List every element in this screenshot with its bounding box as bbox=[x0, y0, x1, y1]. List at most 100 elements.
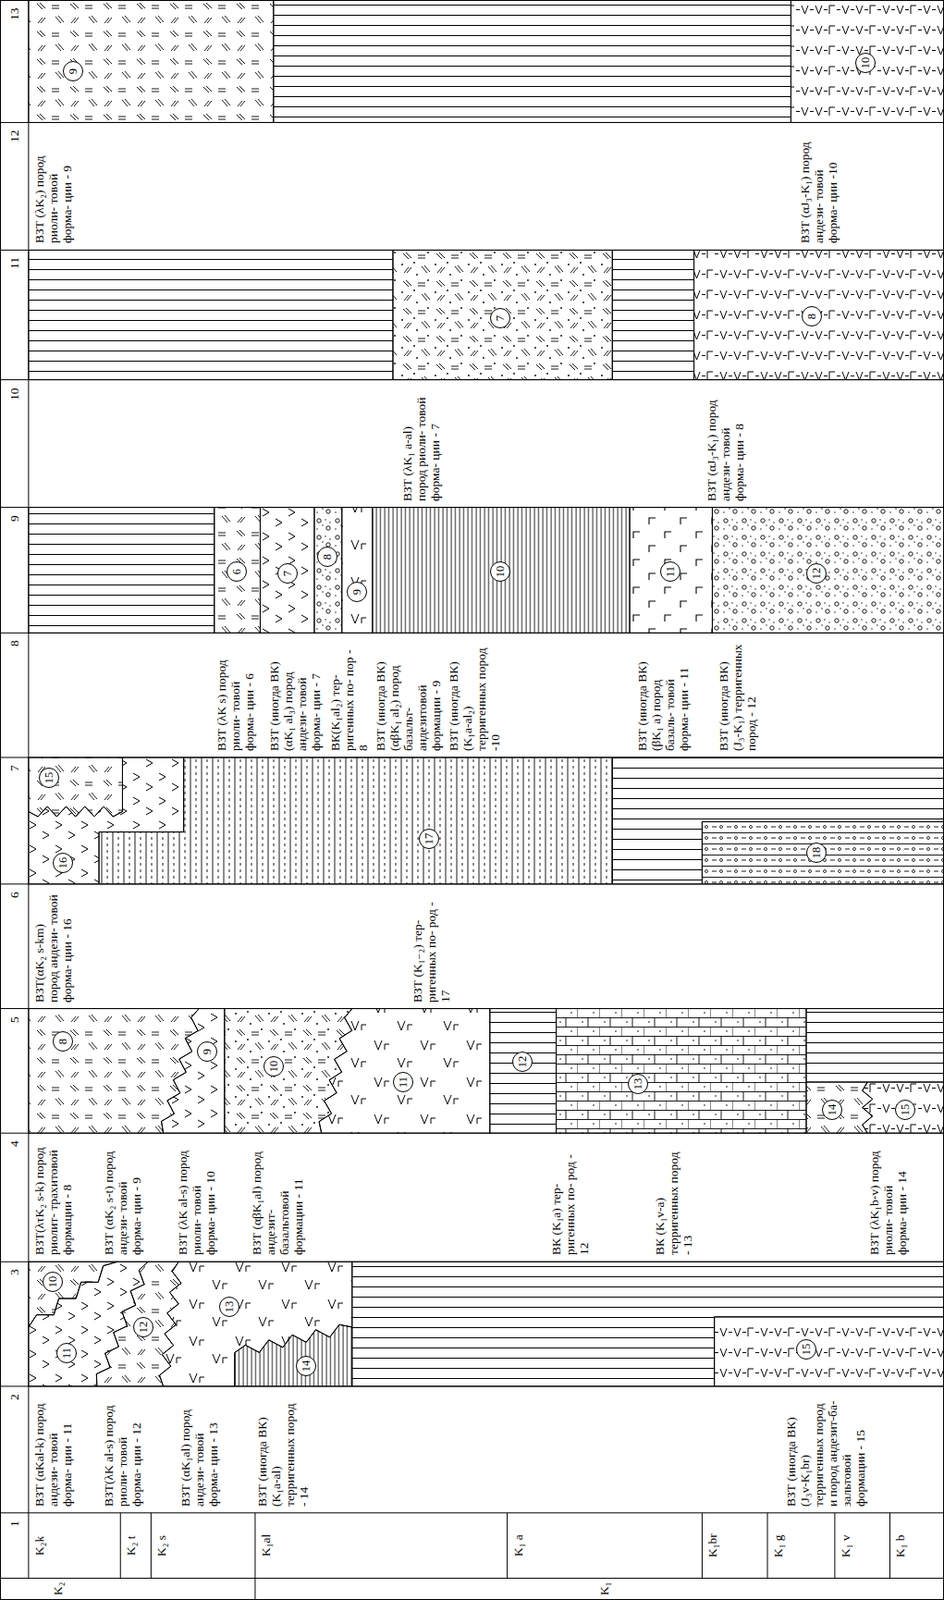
callout-circle-outline bbox=[513, 1051, 533, 1071]
callout-number: 7 bbox=[493, 315, 506, 321]
callout-number: 14 bbox=[825, 1103, 838, 1116]
unit-callout: 7 bbox=[277, 563, 298, 584]
callout-circle-outline bbox=[53, 852, 74, 872]
callout-number: 11 bbox=[396, 1076, 409, 1088]
lithology-pattern bbox=[556, 1008, 807, 1134]
grid-line bbox=[27, 0, 29, 1578]
formation-note: ВЗТ (иногда ВК) (αK₁ al₃) пород андези- … bbox=[267, 641, 323, 751]
callout-circle-outline bbox=[490, 308, 510, 329]
lithology-pattern bbox=[314, 507, 343, 634]
unit-callout: 14 bbox=[821, 1099, 843, 1120]
lithology-pattern bbox=[318, 1008, 491, 1134]
unit-callout: 9 bbox=[346, 581, 368, 602]
unit-callout: 11 bbox=[660, 561, 681, 582]
grid-line bbox=[0, 122, 944, 123]
callout-circle-outline bbox=[801, 306, 822, 327]
callout-number: 12 bbox=[810, 567, 823, 580]
lithology-pattern bbox=[161, 1008, 225, 1134]
formation-note: ВЗТ (иногда ВК) (J₃-K₁) терригенных поро… bbox=[716, 641, 759, 751]
formation-note: ВЗТ (αK₁al) пород андези- товой форма- ц… bbox=[178, 1397, 221, 1507]
callout-circle-outline bbox=[821, 1099, 842, 1119]
grid-line bbox=[120, 1512, 122, 1579]
stage-index: K₂ t bbox=[123, 1535, 138, 1557]
callout-circle-outline bbox=[627, 1074, 648, 1094]
column-number: 6 bbox=[7, 891, 22, 898]
unit-callout: 15 bbox=[796, 1338, 817, 1360]
unit-callout: 7 bbox=[490, 307, 511, 329]
column-number: 13 bbox=[7, 8, 22, 22]
grid-line bbox=[701, 1512, 703, 1579]
lithology-pattern bbox=[214, 507, 261, 634]
formation-note: ВК(K₁al₂) тер- ригенных по- пор - 8 bbox=[328, 641, 370, 751]
grid-line bbox=[0, 1577, 944, 1579]
unit-callout: 17 bbox=[418, 828, 440, 849]
unit-callout: 15 bbox=[894, 1099, 916, 1120]
grid-line bbox=[506, 1512, 508, 1579]
unit-callout: 12 bbox=[806, 563, 827, 584]
unit-callout: 16 bbox=[52, 852, 74, 873]
callout-number: 6 bbox=[231, 568, 244, 575]
callout-number: 9 bbox=[67, 68, 80, 74]
callout-number: 11 bbox=[60, 1346, 73, 1358]
callout-number: 15 bbox=[42, 772, 55, 785]
column-number: 8 bbox=[7, 640, 22, 648]
lithology-pattern bbox=[711, 507, 944, 634]
grid-line bbox=[0, 757, 944, 759]
lithology-pattern bbox=[612, 757, 944, 884]
callout-number: 10 bbox=[859, 57, 872, 70]
callout-number: 9 bbox=[201, 1048, 214, 1055]
column-number: 2 bbox=[7, 1393, 22, 1400]
column-number: 10 bbox=[7, 387, 22, 401]
grid-line bbox=[0, 506, 944, 508]
stage-index: K₁ g bbox=[771, 1533, 785, 1557]
lithology-pattern bbox=[806, 1008, 944, 1082]
callout-circle-outline bbox=[318, 546, 338, 566]
stage-index: K₁al bbox=[258, 1533, 273, 1557]
grid-line bbox=[0, 1511, 944, 1513]
callout-number: 11 bbox=[664, 565, 677, 577]
stage-index: K₁ a bbox=[511, 1533, 526, 1557]
unit-callout: 10 bbox=[490, 561, 511, 582]
formation-note: ВЗТ (иногда ВК) (J₃v-K₁br) терригенных п… bbox=[784, 1397, 868, 1507]
formation-note: ВЗТ (αJ₃-K₁) пород андези- товой форма- … bbox=[704, 392, 747, 502]
callout-number: 16 bbox=[57, 856, 70, 869]
formation-note: ВК (K₁a) тер- ригенных по- род - 12 bbox=[549, 1145, 591, 1255]
callout-circle-outline bbox=[263, 1056, 283, 1077]
stage-index: K₂k bbox=[32, 1534, 47, 1555]
callout-circle-outline bbox=[347, 582, 368, 602]
callout-circle-outline bbox=[895, 1099, 916, 1119]
callout-circle-outline bbox=[807, 563, 827, 584]
lithology-cells bbox=[28, 0, 944, 1386]
series-index: K₂ bbox=[50, 1581, 65, 1595]
callout-circle-outline bbox=[133, 1316, 153, 1337]
unit-callout: 8 bbox=[52, 1030, 74, 1052]
lithology-pattern bbox=[392, 249, 613, 380]
column-number: 12 bbox=[7, 130, 22, 144]
unit-callout: 14 bbox=[295, 1355, 317, 1376]
unit-callout: 12 bbox=[133, 1316, 154, 1337]
callout-number: 18 bbox=[810, 845, 823, 859]
formation-note: ВЗТ (иногда ВК) (K₁a-al₂) терригенных по… bbox=[446, 641, 503, 751]
callout-number: 10 bbox=[493, 565, 506, 578]
lithology-pattern bbox=[490, 1008, 557, 1134]
lithology-pattern bbox=[28, 249, 393, 380]
grid-line bbox=[767, 1512, 769, 1579]
grid-line bbox=[0, 882, 944, 884]
formation-note: ВЗТ(λK al-s) пород риоли- товой форма- ц… bbox=[101, 1397, 144, 1507]
lithology-pattern bbox=[28, 757, 123, 817]
stage-index: K₁ b bbox=[893, 1533, 908, 1557]
lithology-pattern bbox=[28, 0, 274, 123]
formation-note: ВЗТ (иногда ВК) (βK₁ a) пород базаль- то… bbox=[635, 641, 691, 751]
callout-number: 9 bbox=[351, 588, 364, 595]
grid-line bbox=[0, 1007, 944, 1009]
grid-line bbox=[0, 1385, 944, 1386]
callout-circle-outline bbox=[56, 1342, 76, 1362]
callout-circle-outline bbox=[63, 61, 84, 82]
formation-note: ВЗТ (λK₁ a-al) пород риоли- товой форма-… bbox=[400, 392, 442, 502]
formation-note: ВЗТ (αJ₃-K₁) пород андези- товой форма- … bbox=[797, 134, 840, 244]
formation-note: ВЗТ (λK₂) пород риоли- товой форма- ции … bbox=[32, 134, 74, 244]
column-number: 9 bbox=[7, 514, 22, 522]
